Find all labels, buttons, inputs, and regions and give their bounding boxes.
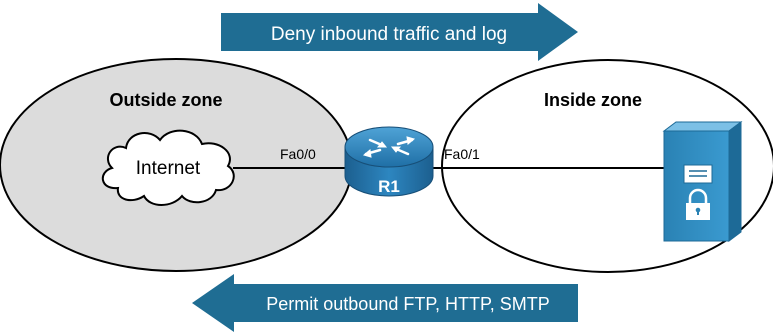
permit-outbound-arrow: Permit outbound FTP, HTTP, SMTP [192,274,578,332]
inside-zone-label: Inside zone [544,90,642,110]
router-label: R1 [378,177,400,196]
permit-arrow-label: Permit outbound FTP, HTTP, SMTP [266,294,549,314]
cloud-icon [102,129,235,206]
router-r1: R1 [344,126,434,197]
server-lock-icon [662,121,743,242]
lock-icon [686,188,710,220]
router-icon [344,126,434,197]
internet-label: Internet [136,158,201,179]
outside-zone-label: Outside zone [109,90,222,110]
permit-arrow-shape [192,274,578,332]
interface-fa0-0-label: Fa0/0 [280,146,316,162]
deny-inbound-arrow: Deny inbound traffic and log [221,3,578,61]
internet-cloud: Internet [102,129,235,206]
deny-arrow-label: Deny inbound traffic and log [271,24,507,45]
deny-arrow-shape [221,3,578,61]
interface-fa0-1-label: Fa0/1 [444,146,480,162]
